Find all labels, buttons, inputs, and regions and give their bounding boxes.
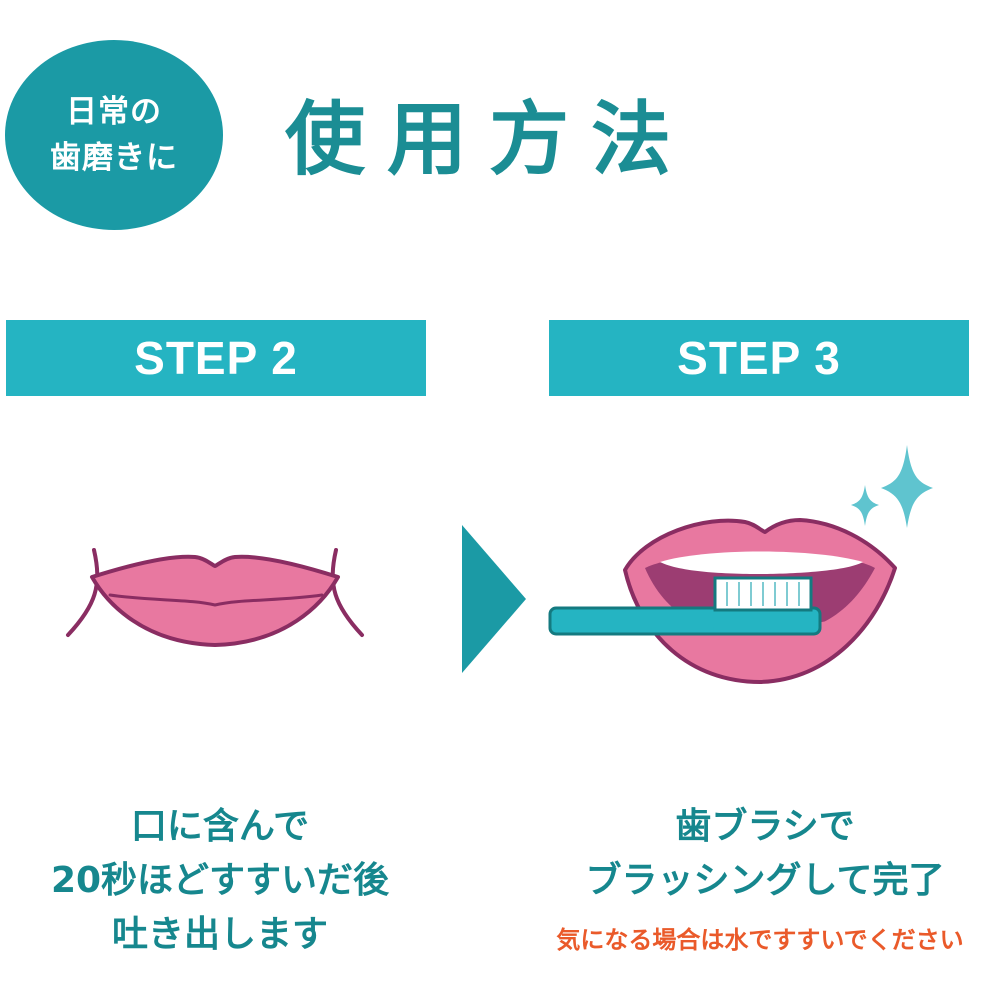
next-arrow-icon [462,525,526,673]
step-2-caption: 口に含んで 20秒ほどすすいだ後 吐き出します [0,800,440,962]
sparkle-icon [881,445,933,528]
step-2-header: STEP 2 [6,320,426,396]
step-3-caption-line-1: 歯ブラシで [675,806,855,847]
brushing-mouth-icon [548,445,933,684]
step-2-caption-line-2: 20秒ほどすすいだ後 [50,860,390,901]
rinse-note: 気になる場合は水ですすいでください [556,926,964,954]
step-2-caption-line-1: 口に含んで [130,806,310,847]
step-3-caption-line-2: ブラッシングして完了 [585,860,945,901]
step-2-label: STEP 2 [134,332,298,384]
step-3-caption: 歯ブラシで ブラッシングして完了 [535,800,995,908]
sparkle-icon [851,485,879,526]
closed-lips-icon [66,548,364,647]
step-2-caption-line-3: 吐き出します [111,914,328,955]
badge-line-2: 歯磨きに [50,140,178,176]
page-title: 使用方法 [285,93,693,186]
step-3-label: STEP 3 [677,332,841,384]
daily-brushing-badge: 日常の 歯磨きに [5,40,223,230]
step-3-header: STEP 3 [549,320,969,396]
badge-line-1: 日常の [66,94,162,130]
